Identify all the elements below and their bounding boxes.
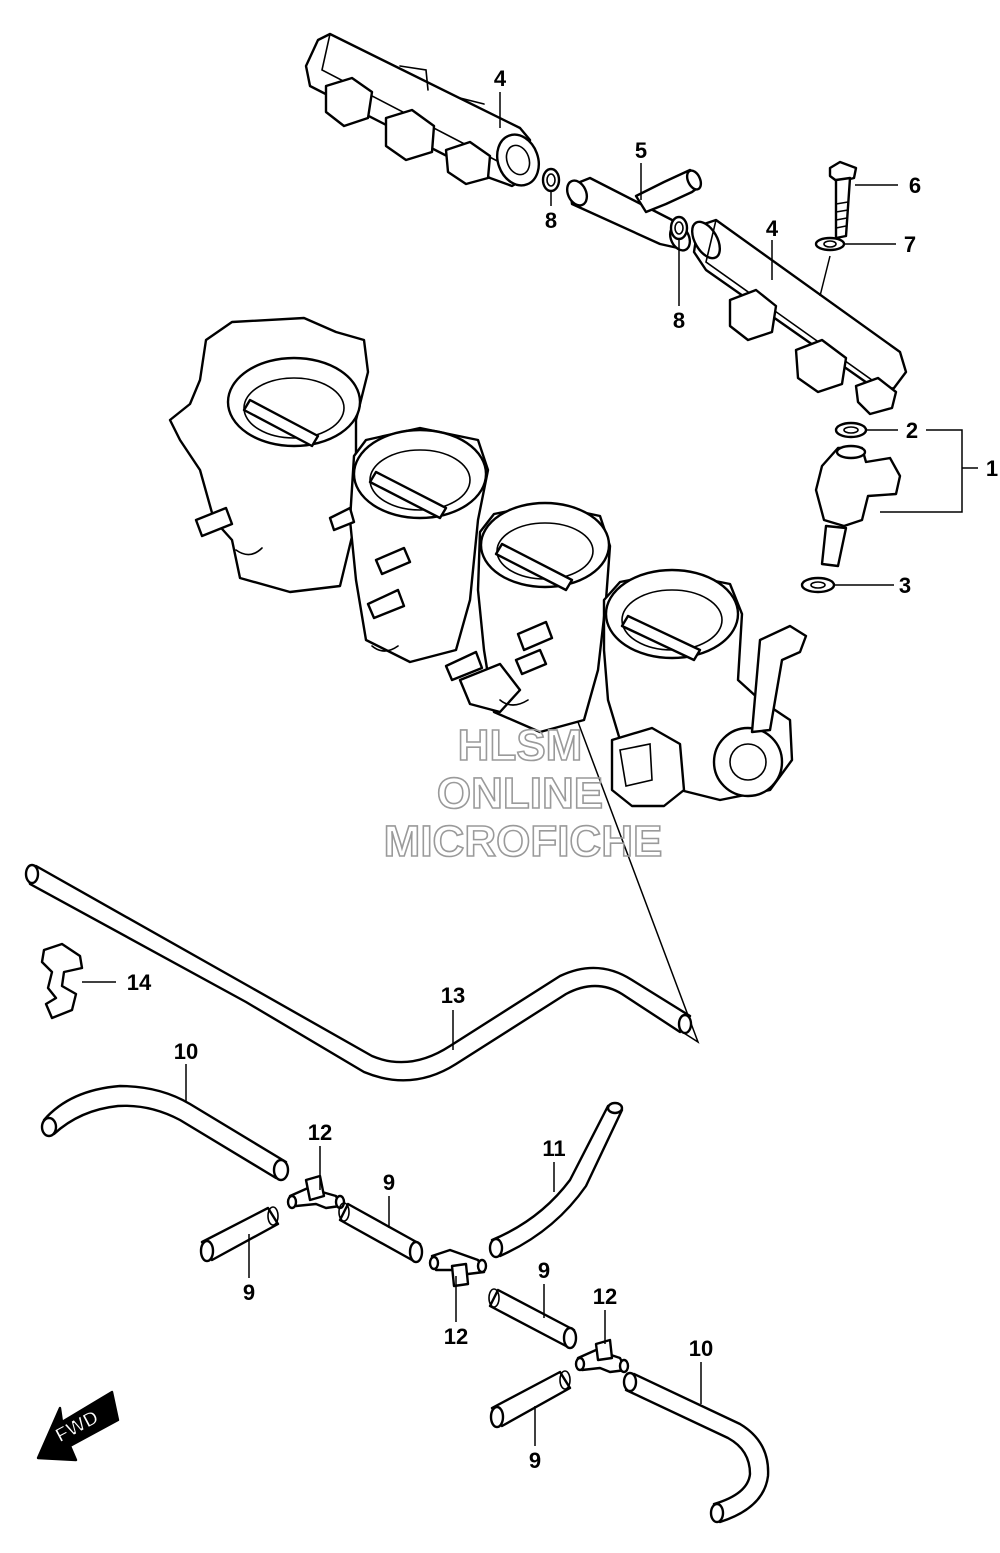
leader-lines <box>82 92 978 1446</box>
callout-11: 11 <box>542 1136 565 1161</box>
watermark-line1: HLSM <box>458 721 583 770</box>
hose-clamp <box>40 942 84 1020</box>
callout-12-b: 12 <box>444 1324 468 1349</box>
hose-right-j <box>622 1371 770 1524</box>
callout-12-c: 12 <box>593 1284 617 1309</box>
fuel-injector <box>800 421 902 594</box>
washer <box>814 236 846 252</box>
callout-9-b: 9 <box>383 1170 395 1195</box>
short-hose-2 <box>338 1202 424 1264</box>
short-hose-3 <box>488 1288 578 1350</box>
o-ring-lower <box>669 215 689 241</box>
o-ring-upper <box>541 167 561 193</box>
t-joint-middle <box>428 1248 488 1288</box>
callout-14: 14 <box>127 970 152 995</box>
watermark-line2: ONLINE <box>437 769 603 818</box>
callout-8-lower: 8 <box>673 308 685 333</box>
throttle-body-assembly <box>168 316 808 808</box>
callout-1: 1 <box>986 456 998 481</box>
callout-12-a: 12 <box>308 1120 332 1145</box>
callout-labels: 1 2 3 4 4 5 6 7 8 8 9 9 9 9 10 10 11 12 … <box>127 66 998 1473</box>
callout-5: 5 <box>635 138 647 163</box>
short-hose-4 <box>489 1370 572 1429</box>
fwd-direction-badge: FWD <box>36 1390 120 1462</box>
callout-10-left: 10 <box>174 1039 198 1064</box>
callout-8-upper: 8 <box>545 208 557 233</box>
short-hose-1 <box>199 1206 280 1263</box>
t-joint-lower <box>574 1338 630 1374</box>
callout-13: 13 <box>441 983 465 1008</box>
fuel-delivery-pipe-right <box>690 218 908 416</box>
hose-long <box>24 863 693 1082</box>
bolt <box>828 160 858 240</box>
callout-9-d: 9 <box>529 1448 541 1473</box>
watermark: HLSM ONLINE MICROFICHE <box>383 720 663 867</box>
fuel-delivery-pipe-left <box>304 32 540 188</box>
hose-curved-middle <box>488 1101 624 1259</box>
hose-left-curved <box>40 1084 290 1182</box>
callout-2: 2 <box>906 418 918 443</box>
watermark-line3: MICROFICHE <box>384 817 663 866</box>
callout-3: 3 <box>899 573 911 598</box>
callout-4-upper: 4 <box>494 66 507 91</box>
callout-6: 6 <box>909 173 921 198</box>
callout-4-right: 4 <box>766 216 779 241</box>
callout-9-a: 9 <box>243 1280 255 1305</box>
callout-10-right: 10 <box>689 1336 713 1361</box>
callout-7: 7 <box>904 232 916 257</box>
callout-9-c: 9 <box>538 1258 550 1283</box>
fuel-joint-pipe <box>565 168 703 252</box>
t-joint-upper <box>286 1174 346 1210</box>
